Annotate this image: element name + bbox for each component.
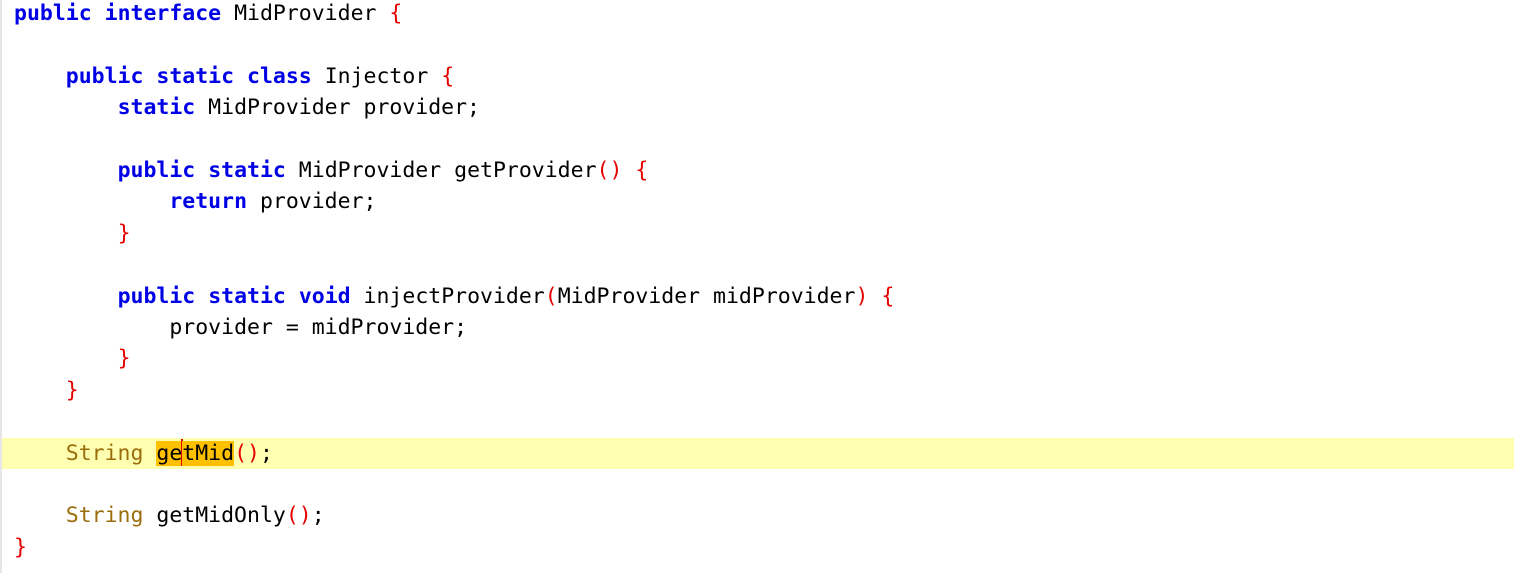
- code-line-text: provider = midProvider;: [14, 312, 467, 343]
- code-keyword: static: [117, 95, 196, 121]
- code-text: [143, 441, 156, 466]
- indent: [14, 503, 66, 528]
- code-line[interactable]: public interface MidProvider {: [2, 0, 1514, 29]
- indent: [14, 95, 118, 120]
- code-text: ;: [259, 440, 273, 466]
- code-line-text: static MidProvider provider;: [14, 92, 480, 123]
- indent: [14, 441, 66, 466]
- code-text: injectProvider: [350, 283, 545, 309]
- code-keyword: class: [247, 63, 312, 89]
- code-keyword: return: [169, 189, 248, 215]
- code-line[interactable]: [2, 124, 1514, 155]
- code-text: [868, 284, 881, 309]
- code-punctuation: }: [117, 220, 131, 246]
- code-keyword: interface: [104, 1, 222, 26]
- code-text: provider;: [247, 189, 377, 215]
- code-line[interactable]: return provider;: [2, 186, 1514, 217]
- code-punctuation: (: [544, 283, 558, 309]
- code-occurrence-highlight: ge: [156, 440, 183, 466]
- code-text: MidProvider provider;: [195, 95, 481, 121]
- code-line[interactable]: String getMidOnly();: [2, 500, 1514, 531]
- code-line[interactable]: }: [2, 218, 1514, 249]
- code-punctuation: }: [117, 346, 131, 372]
- code-text: [622, 158, 635, 183]
- code-line[interactable]: public static void injectProvider(MidPro…: [2, 281, 1514, 312]
- indent: [14, 158, 118, 183]
- code-line-text: }: [14, 375, 79, 406]
- indent: [14, 284, 118, 309]
- code-text: MidProvider: [221, 1, 390, 26]
- code-type: String: [65, 440, 144, 466]
- code-punctuation: }: [14, 534, 27, 560]
- code-type: String: [65, 503, 144, 529]
- code-punctuation: (): [285, 503, 312, 529]
- code-line[interactable]: provider = midProvider;: [2, 312, 1514, 343]
- code-text: MidProvider midProvider: [557, 283, 856, 309]
- code-text: [286, 284, 299, 309]
- code-line[interactable]: }: [2, 343, 1514, 374]
- code-text: [234, 64, 247, 89]
- code-text: getMidOnly: [143, 503, 286, 529]
- indent: [14, 346, 118, 371]
- code-line[interactable]: [2, 249, 1514, 280]
- code-line[interactable]: public static MidProvider getProvider() …: [2, 155, 1514, 186]
- code-keyword: static: [156, 63, 235, 89]
- code-line-text: public static void injectProvider(MidPro…: [14, 281, 895, 312]
- code-line-text: }: [14, 343, 131, 374]
- indent: [14, 64, 66, 89]
- code-line-text: public static class Injector {: [14, 61, 454, 92]
- code-punctuation: ): [855, 283, 869, 309]
- code-line-text: }: [14, 218, 131, 249]
- code-text: provider = midProvider;: [169, 315, 468, 340]
- code-keyword: public: [65, 63, 144, 89]
- code-line[interactable]: }: [2, 375, 1514, 406]
- code-text: [92, 1, 105, 26]
- code-punctuation: (): [596, 158, 623, 183]
- code-line-text: String getMid();: [14, 438, 273, 469]
- code-punctuation: {: [389, 1, 403, 26]
- code-line[interactable]: static MidProvider provider;: [2, 92, 1514, 123]
- code-keyword: public: [117, 158, 196, 183]
- code-line-text: }: [14, 532, 27, 563]
- code-text: ;: [311, 503, 325, 529]
- code-line[interactable]: public static class Injector {: [2, 61, 1514, 92]
- code-text: [143, 64, 156, 89]
- code-text: MidProvider getProvider: [285, 158, 597, 183]
- code-keyword: public: [117, 283, 196, 309]
- code-line-text: String getMidOnly();: [14, 500, 325, 531]
- code-punctuation: {: [441, 63, 455, 89]
- code-text: [195, 284, 208, 309]
- code-punctuation: {: [635, 158, 649, 183]
- code-keyword: static: [208, 158, 286, 183]
- code-line-text: public interface MidProvider {: [14, 0, 402, 29]
- code-line[interactable]: [2, 29, 1514, 60]
- code-punctuation: }: [65, 377, 79, 403]
- code-text: Injector: [311, 63, 442, 89]
- code-punctuation: (): [234, 440, 260, 466]
- code-line-text: public static MidProvider getProvider() …: [14, 155, 649, 186]
- code-text: [195, 158, 208, 183]
- code-line[interactable]: [2, 406, 1514, 437]
- indent: [14, 378, 66, 403]
- code-line-text: return provider;: [14, 186, 376, 217]
- code-line[interactable]: [2, 469, 1514, 500]
- code-occurrence-highlight: tMid: [182, 440, 235, 466]
- indent: [14, 189, 169, 214]
- code-keyword: public: [14, 1, 92, 26]
- code-keyword: void: [298, 283, 351, 309]
- indent: [14, 315, 169, 340]
- code-line[interactable]: }: [2, 532, 1514, 563]
- code-line-current[interactable]: String getMid();: [2, 437, 1514, 469]
- indent: [14, 221, 118, 246]
- code-punctuation: {: [881, 283, 895, 309]
- code-keyword: static: [208, 283, 286, 309]
